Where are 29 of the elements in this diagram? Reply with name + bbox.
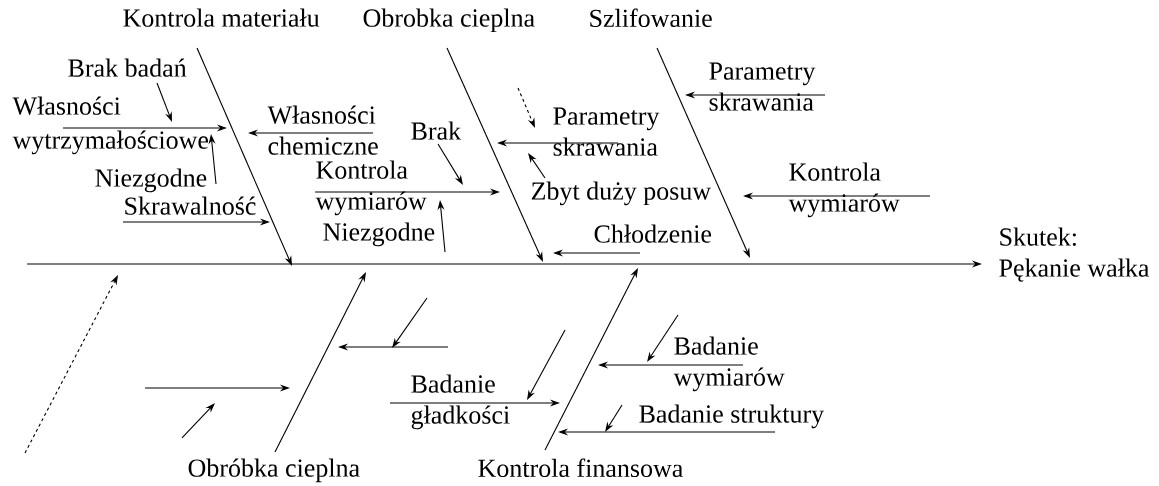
arrow — [274, 272, 366, 453]
cause-label: Brak — [411, 121, 462, 140]
cause-label: Własności chemiczne — [267, 105, 378, 155]
cause-label: Parametry skrawania — [709, 62, 816, 111]
cause-label: Niezgodne — [323, 222, 435, 247]
arrow — [544, 268, 638, 451]
category-label: Kontrola finansowa — [478, 458, 683, 478]
effect-label: Skutek: Pękanie wałka — [999, 227, 1150, 282]
cause-label: Kontrola wymiarów — [315, 160, 427, 216]
cause-label: Skrawalność — [125, 196, 256, 215]
cause-label: Parametry skrawania — [553, 107, 660, 156]
arrow — [437, 143, 463, 185]
cause-label: Zbyt duży posuw — [531, 181, 711, 206]
arrow — [196, 47, 292, 266]
arrow — [446, 47, 543, 262]
category-label: Kontrola materiału — [123, 8, 320, 27]
cause-label: Chłodzenie — [594, 224, 712, 243]
cause-label: Własności wytrzymałościowe — [12, 96, 209, 155]
cause-label: Badanie wymiarów — [673, 336, 785, 392]
category-label: Obróbka cieplna — [188, 458, 360, 483]
cause-label: Brak badań — [68, 58, 187, 77]
cause-label: Kontrola wymiarów — [788, 162, 900, 218]
category-label: Szlifowanie — [590, 8, 712, 28]
cause-label: Niezgodne — [95, 168, 207, 193]
arrow — [528, 153, 546, 179]
cause-label: Badanie gładkości — [411, 374, 510, 430]
category-label: Obrobka cieplna — [363, 8, 535, 33]
cause-label: Badanie struktury — [639, 404, 825, 429]
arrow — [656, 47, 750, 258]
